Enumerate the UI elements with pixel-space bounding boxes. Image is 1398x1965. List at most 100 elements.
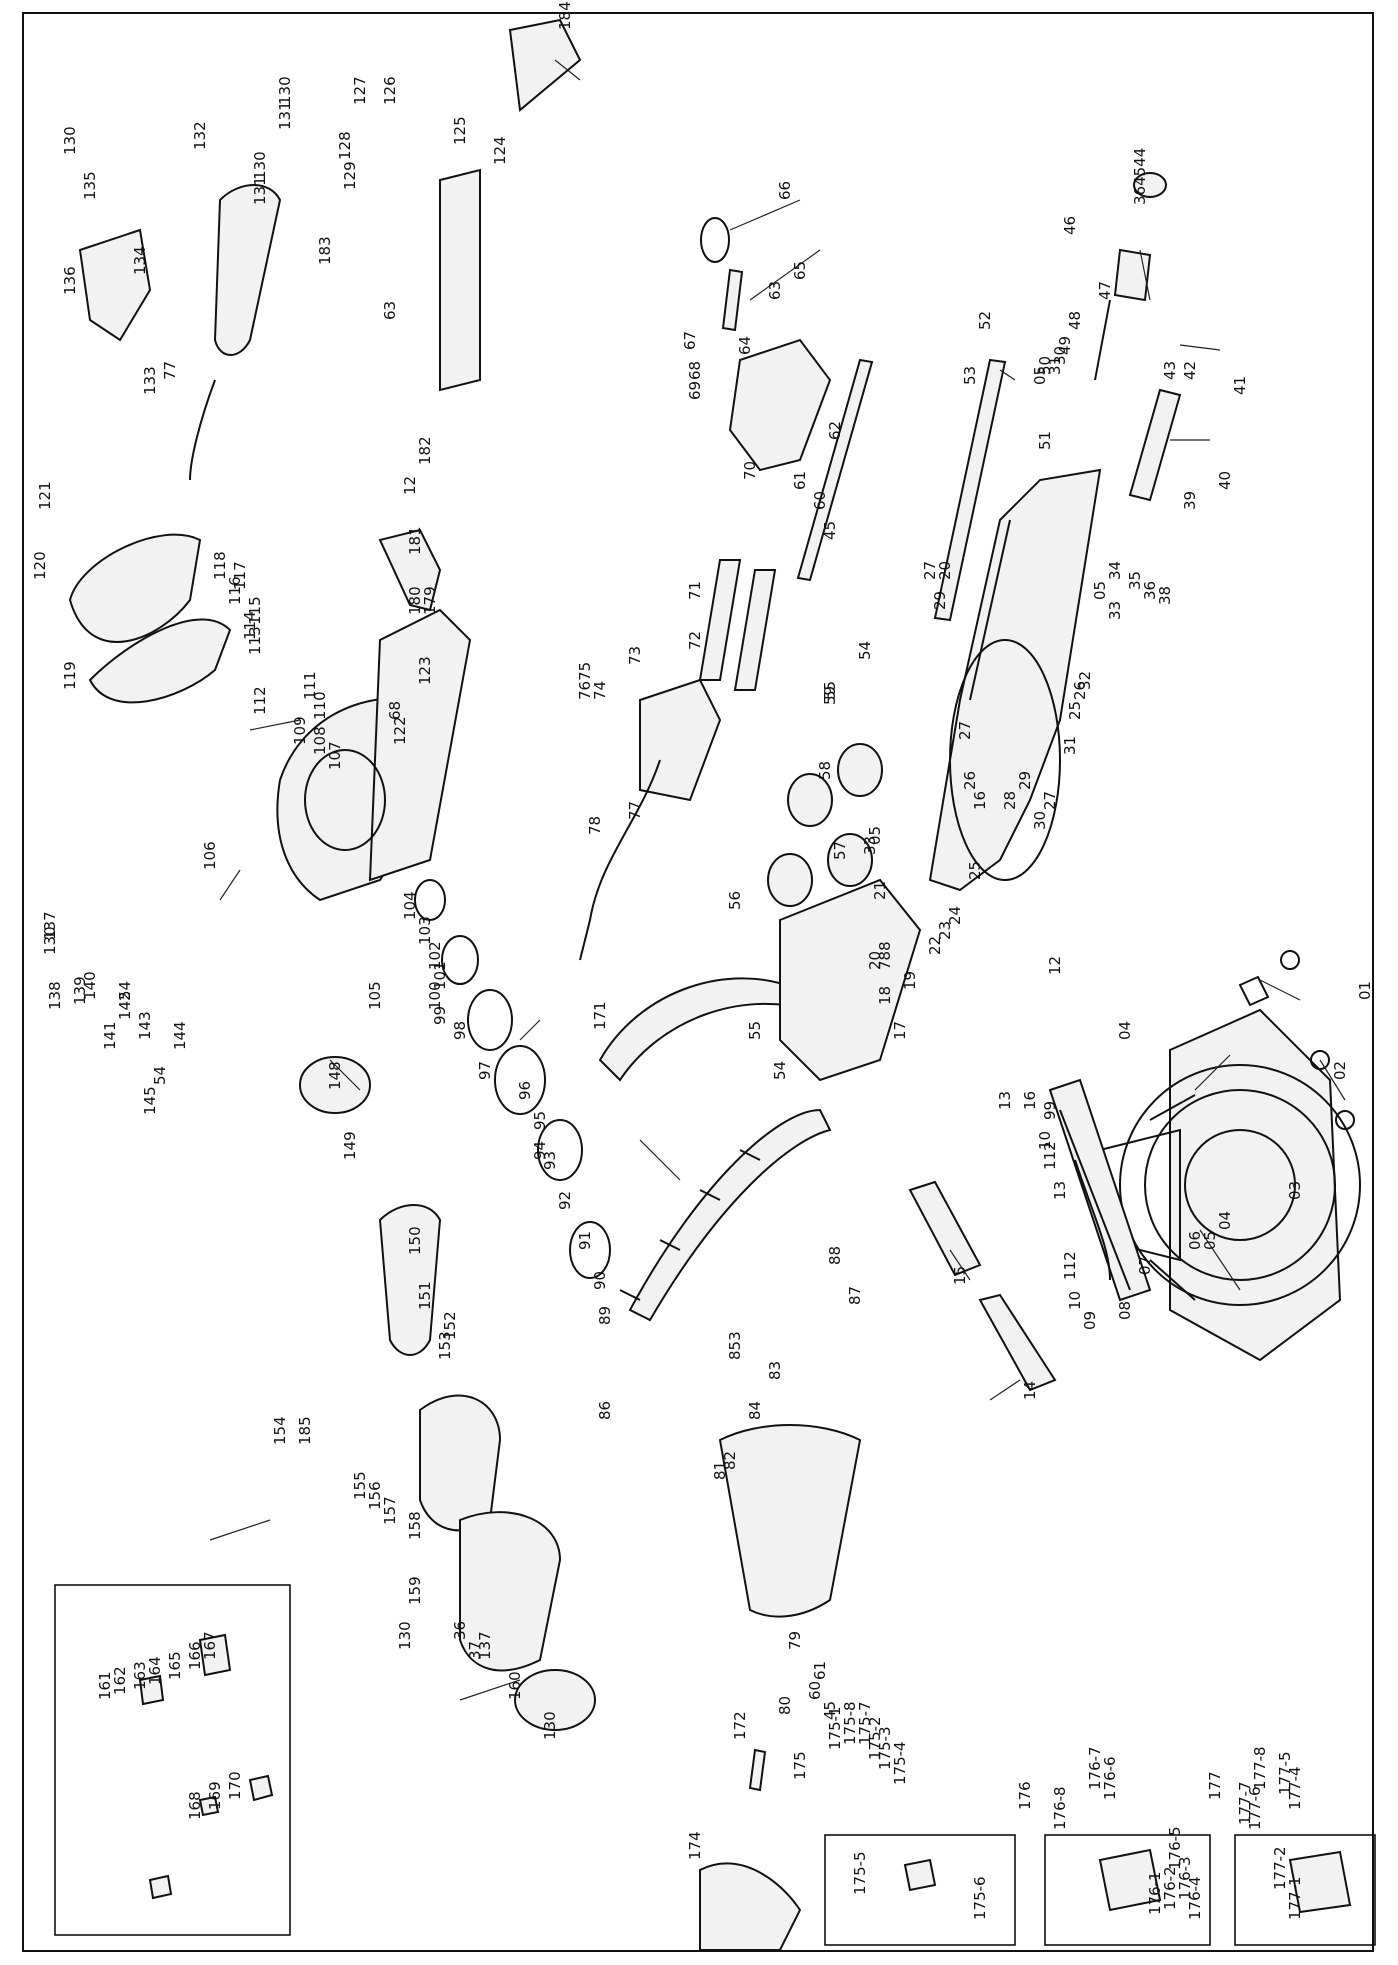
- part-label: 24: [946, 906, 964, 925]
- part-label: 171: [591, 1001, 609, 1030]
- pivot-bracket: [728, 338, 832, 472]
- part-label: 149: [341, 1131, 359, 1160]
- part-label: 97: [476, 1061, 494, 1080]
- part-label: 145: [141, 1086, 159, 1115]
- inset-box-177: [1234, 1834, 1376, 1946]
- part-label: 81: [711, 1461, 729, 1480]
- part-label: 67: [681, 331, 699, 350]
- part-label: 66: [776, 181, 794, 200]
- part-label: 27: [921, 561, 939, 580]
- part-shapes: [68, 18, 1361, 1951]
- part-label: 141: [101, 1021, 119, 1050]
- part-label: 122: [391, 716, 409, 745]
- part-label: 364544: [1131, 148, 1149, 205]
- part-label: 112: [1041, 1141, 1059, 1170]
- inset-box-176: [1044, 1834, 1211, 1946]
- part-label: 176-8: [1051, 1786, 1069, 1830]
- part-label: 156: [366, 1481, 384, 1510]
- part-label: 99: [431, 1006, 449, 1025]
- part-label: 177: [1206, 1771, 1224, 1800]
- part-label: 20: [866, 951, 884, 970]
- part-label: 166: [186, 1641, 204, 1670]
- part-label: 42: [1181, 361, 1199, 380]
- part-label: 61: [791, 471, 809, 490]
- part-label: 95: [531, 1111, 549, 1130]
- part-label: 35: [1126, 571, 1144, 590]
- part-label: 107: [326, 741, 344, 770]
- part-label: 117: [231, 561, 249, 590]
- part-label: 05: [1091, 581, 1109, 600]
- part-label: 59: [821, 686, 839, 705]
- part-label: 48: [1066, 311, 1084, 330]
- rail-52: [933, 358, 1007, 622]
- part-label: 112: [251, 686, 269, 715]
- part-label: 45: [821, 1701, 839, 1720]
- part-label: 177-4: [1286, 1766, 1304, 1810]
- part-label: 118: [211, 551, 229, 580]
- part-label: 175-3: [876, 1726, 894, 1770]
- part-label: 88: [826, 1246, 844, 1265]
- bracket-73: [639, 678, 722, 802]
- part-label: 04: [1216, 1211, 1234, 1230]
- part-label: 130: [41, 926, 59, 955]
- part-label: 130: [396, 1621, 414, 1650]
- part-label: 19: [901, 971, 919, 990]
- part-label: 20: [936, 561, 954, 580]
- part-label: 133: [141, 366, 159, 395]
- part-label: 121: [36, 481, 54, 510]
- part-label: 162: [111, 1666, 129, 1695]
- part-label: 120: [31, 551, 49, 580]
- part-label: 33: [1106, 601, 1124, 620]
- part-label: 73: [626, 646, 644, 665]
- part-label: 78: [586, 816, 604, 835]
- part-label: 63: [766, 281, 784, 300]
- part-label: 47: [1096, 281, 1114, 300]
- part-label: 144: [171, 1021, 189, 1050]
- part-label: 124: [491, 136, 509, 165]
- part-label: 177-6: [1246, 1786, 1264, 1830]
- part-label: 87: [846, 1286, 864, 1305]
- part-label: 175-6: [971, 1876, 989, 1920]
- part-label: 110: [311, 691, 329, 720]
- part-label: 90: [591, 1271, 609, 1290]
- part-label: 181: [406, 526, 424, 555]
- rail-arm: [928, 468, 1102, 892]
- part-label: 788: [876, 941, 894, 970]
- part-label: 30: [1051, 346, 1069, 365]
- part-label: 167: [201, 1631, 219, 1660]
- part-label: 176-2: [1161, 1866, 1179, 1910]
- part-label: 74: [591, 681, 609, 700]
- part-label: 164: [146, 1656, 164, 1685]
- part-label: 114: [241, 611, 259, 640]
- key-172: [748, 1748, 767, 1792]
- part-label: 26: [1071, 681, 1089, 700]
- part-label: 130: [276, 76, 294, 105]
- part-label: 152: [441, 1311, 459, 1340]
- part-label: 179: [421, 586, 439, 615]
- part-label: 137: [476, 1631, 494, 1660]
- part-label: 129: [341, 161, 359, 190]
- part-label: 18: [876, 986, 894, 1005]
- part-label: 175-8: [841, 1701, 859, 1745]
- part-label: 176-4: [1186, 1876, 1204, 1920]
- saw-base: [1099, 950, 1361, 1362]
- part-label: 28: [1001, 791, 1019, 810]
- part-label: 7675: [576, 662, 594, 700]
- part-label: 177-5: [1276, 1751, 1294, 1795]
- part-label: 57: [831, 841, 849, 860]
- part-label: 31: [1046, 356, 1064, 375]
- part-label: 131: [251, 176, 269, 205]
- part-label: 853: [726, 1331, 744, 1360]
- part-label: 16: [1021, 1091, 1039, 1110]
- bushings: [767, 743, 883, 907]
- part-label: 21: [871, 881, 889, 900]
- part-label: 128: [336, 131, 354, 160]
- part-label: 130: [251, 151, 269, 180]
- part-label: 177-1: [1286, 1876, 1304, 1920]
- part-label: 53: [961, 366, 979, 385]
- part-label: 127: [351, 76, 369, 105]
- part-label: 109: [291, 716, 309, 745]
- part-label: 72: [686, 631, 704, 650]
